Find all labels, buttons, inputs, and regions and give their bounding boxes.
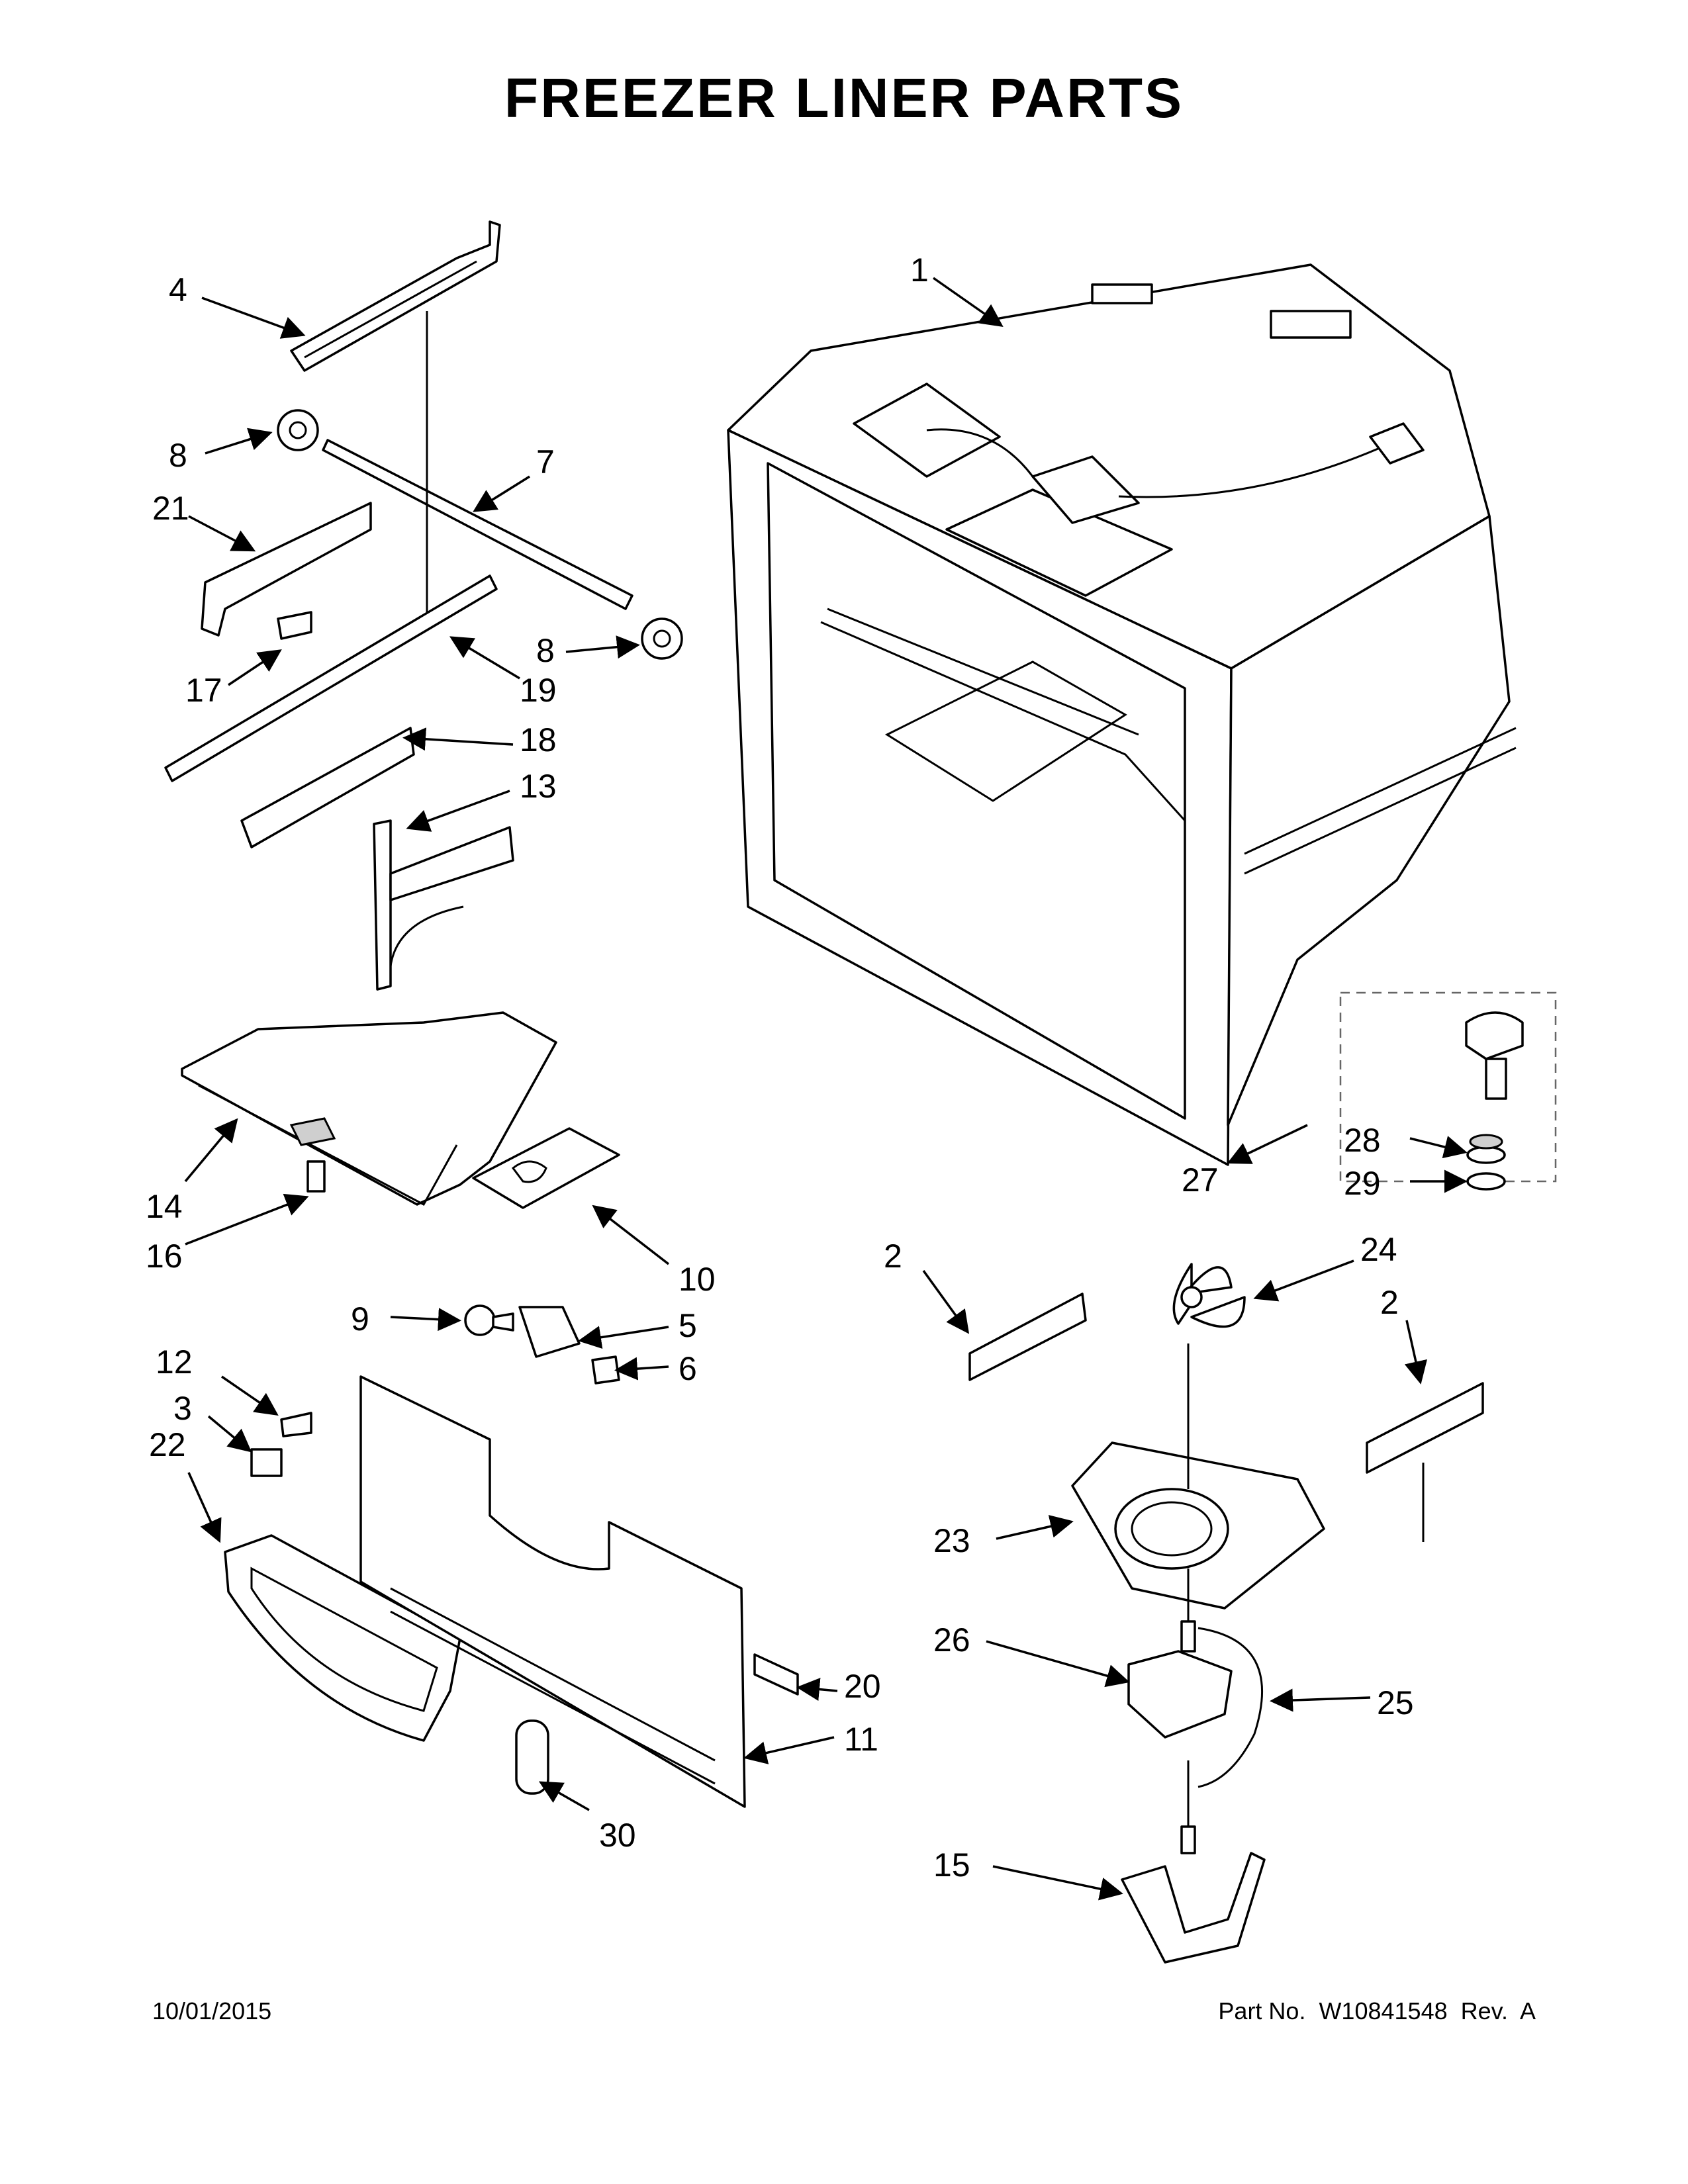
callout-26: 26 <box>933 1621 970 1659</box>
callout-27: 27 <box>1182 1161 1219 1199</box>
callout-2: 2 <box>884 1238 902 1275</box>
callout-25: 25 <box>1377 1684 1414 1721</box>
callout-6: 6 <box>679 1350 697 1387</box>
callout-14: 14 <box>146 1188 183 1225</box>
callout-19: 19 <box>520 672 557 709</box>
callout-12: 12 <box>156 1343 193 1381</box>
right-column-parts <box>968 991 1557 1964</box>
callout-8: 8 <box>536 632 555 669</box>
page-title: FREEZER LINER PARTS <box>504 67 1184 129</box>
freezer-liner-part <box>727 263 1517 1166</box>
callout-16: 16 <box>146 1238 183 1275</box>
callout-11: 11 <box>844 1721 878 1758</box>
callout-7: 7 <box>536 443 555 480</box>
callout-5: 5 <box>679 1307 697 1344</box>
callout-22: 22 <box>149 1426 186 1463</box>
callout-20: 20 <box>844 1668 881 1705</box>
callout-21: 21 <box>152 490 189 527</box>
callout-13: 13 <box>520 768 557 805</box>
callout-24: 24 <box>1360 1231 1397 1268</box>
callout-30: 30 <box>599 1817 636 1854</box>
leader-lines <box>184 277 1468 1901</box>
callout-29: 29 <box>1344 1165 1381 1202</box>
callout-labels: 1 2 2 3 4 5 6 7 8 8 9 10 11 12 13 14 15 … <box>146 251 1414 1884</box>
left-column-parts <box>164 220 799 1808</box>
callout-18: 18 <box>520 721 557 758</box>
callout-8: 8 <box>169 437 187 474</box>
callout-10: 10 <box>679 1261 716 1298</box>
callout-9: 9 <box>351 1300 369 1338</box>
footer-part-number: Part No. W10841548 Rev. A <box>1218 1997 1536 2025</box>
callout-17: 17 <box>185 672 222 709</box>
callout-23: 23 <box>933 1522 970 1559</box>
callout-2: 2 <box>1380 1284 1399 1321</box>
callout-1: 1 <box>910 251 929 289</box>
callout-4: 4 <box>169 271 187 308</box>
footer-date: 10/01/2015 <box>152 1997 272 2025</box>
callout-15: 15 <box>933 1846 970 1884</box>
callout-28: 28 <box>1344 1122 1381 1159</box>
callout-3: 3 <box>173 1390 192 1427</box>
